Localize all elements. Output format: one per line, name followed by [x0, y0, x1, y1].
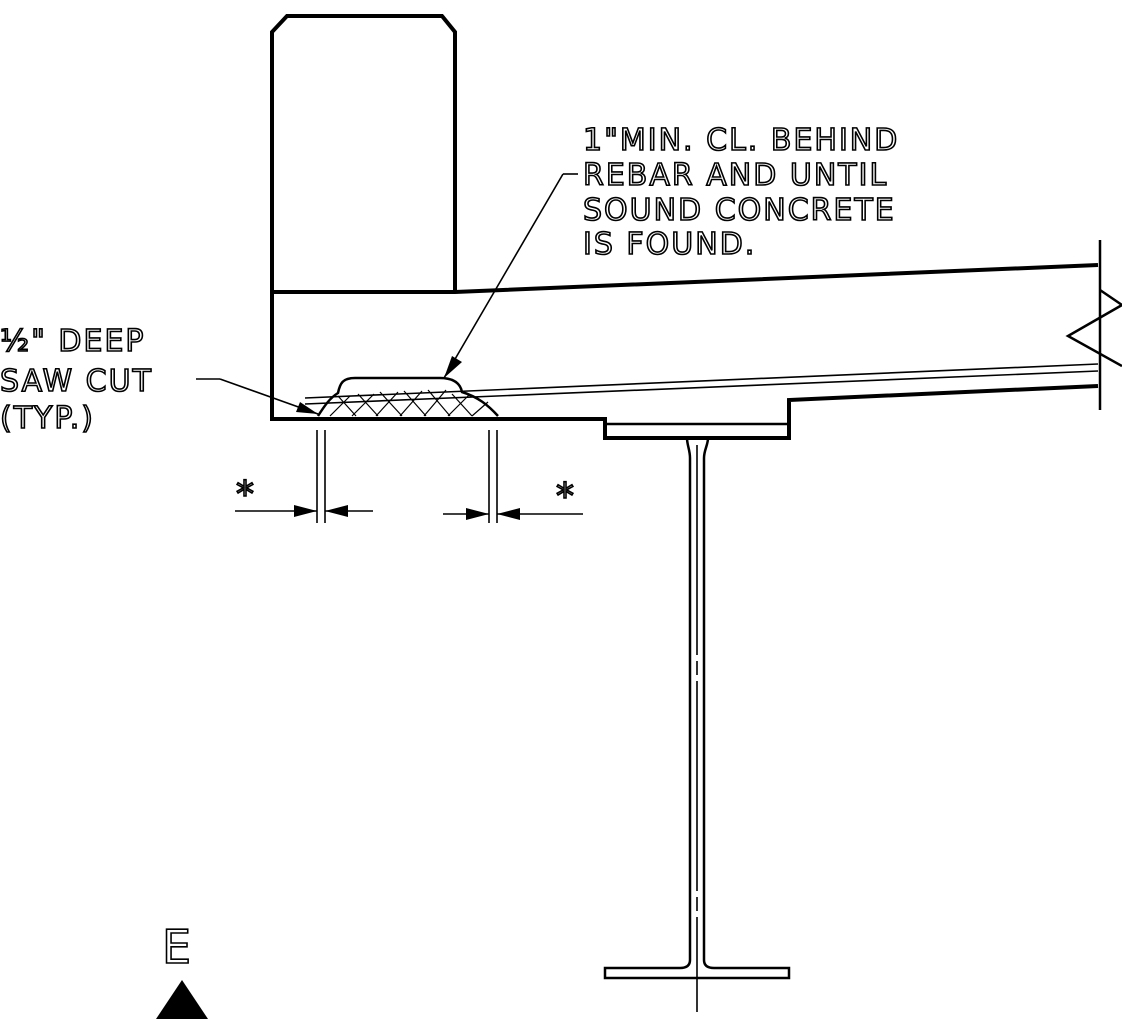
saw-cut-line-3: (TYP.) — [0, 401, 95, 436]
saw-cut-dimension-right — [443, 430, 583, 523]
repair-patch-outline — [316, 376, 499, 417]
cover-note-line-3: SOUND CONCRETE — [583, 193, 896, 228]
parapet-outline — [270, 14, 457, 292]
saw-cut-line-2: SAW CUT — [0, 364, 153, 399]
saw-cut-note: ½" DEEP SAW CUT (TYP.) — [0, 323, 153, 437]
rebar — [304, 363, 1099, 405]
cover-note-line-2: REBAR AND UNTIL — [583, 158, 888, 193]
break-line — [1065, 240, 1122, 410]
cover-note: 1"MIN. CL. BEHIND REBAR AND UNTIL SOUND … — [582, 122, 899, 263]
section-arrow-icon — [156, 980, 208, 1019]
steel-girder — [603, 422, 791, 1012]
asterisk-left: * — [236, 474, 256, 515]
asterisk-right: * — [556, 476, 576, 517]
cover-note-line-4: IS FOUND. — [583, 227, 756, 262]
cover-note-line-1: 1"MIN. CL. BEHIND — [583, 123, 899, 158]
deck-slab-outline — [272, 263, 1099, 294]
cover-note-leader — [443, 173, 578, 379]
repair-patch-hatch — [329, 389, 489, 417]
saw-cut-line-1: ½" DEEP — [0, 324, 146, 359]
section-letter: E — [162, 920, 191, 974]
section-marker: E — [156, 919, 208, 1019]
deck-slab-bottom — [270, 292, 1099, 440]
saw-cut-dimension-left — [235, 430, 373, 523]
saw-cut-leader — [196, 378, 319, 415]
